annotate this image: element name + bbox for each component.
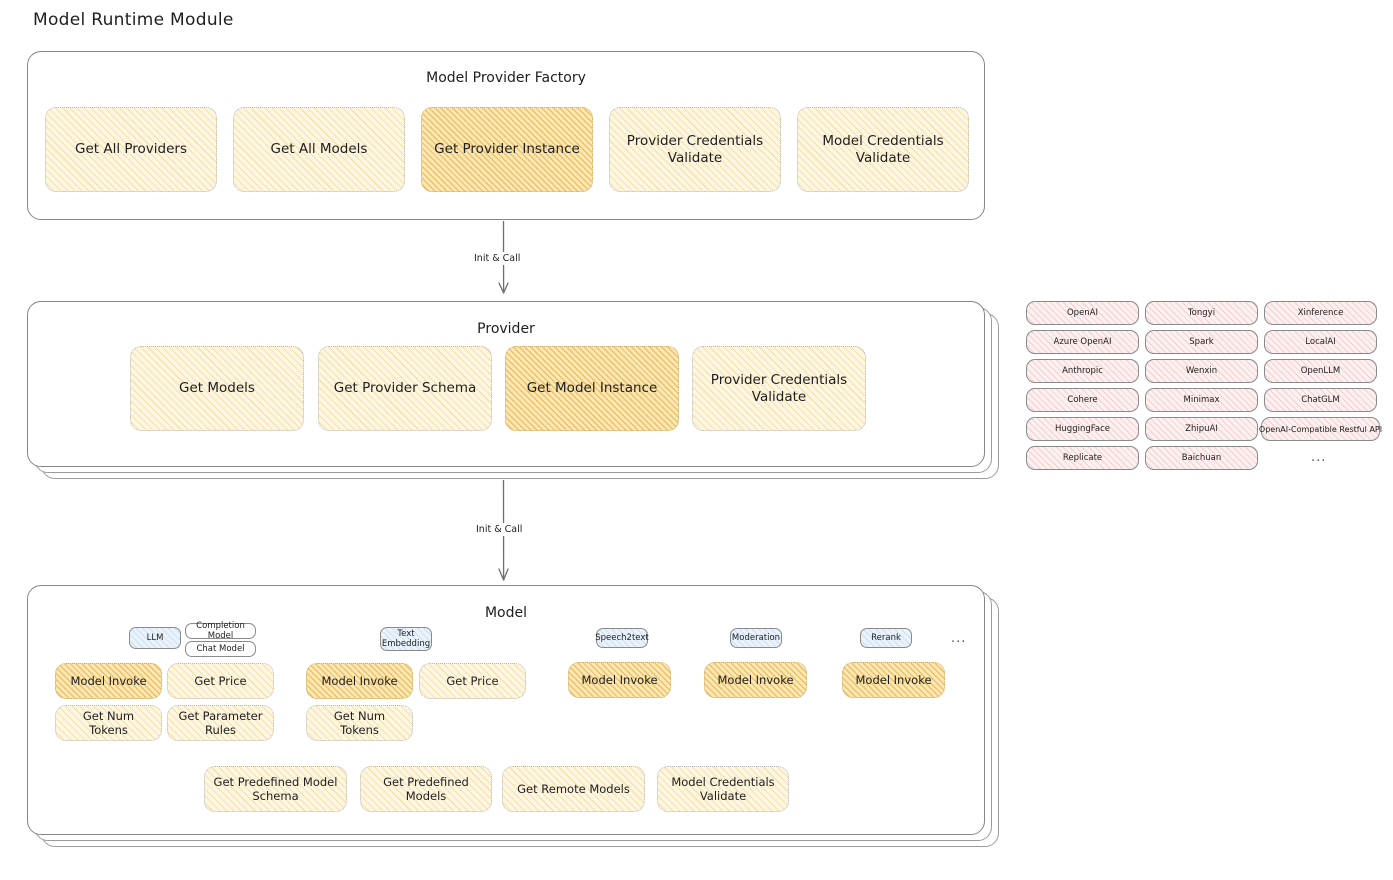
model-moderation-box-model-invoke[interactable]: Model Invoke [704, 662, 807, 698]
provider-chip-wenxin[interactable]: Wenxin [1145, 359, 1258, 383]
model-text-embedding-box-model-invoke[interactable]: Model Invoke [306, 663, 413, 699]
provider-chip-openllm[interactable]: OpenLLM [1264, 359, 1377, 383]
provider-chip-xinference[interactable]: Xinference [1264, 301, 1377, 325]
provider-box-provider-credentials-validate[interactable]: Provider Credentials Validate [692, 346, 866, 431]
provider-chip-openai[interactable]: OpenAI [1026, 301, 1139, 325]
model-common-box-get-predefined-models[interactable]: Get Predefined Models [360, 766, 492, 812]
model-llm-box-get-parameter-rules[interactable]: Get Parameter Rules [167, 705, 274, 741]
factory-box-model-credentials-validate[interactable]: Model Credentials Validate [797, 107, 969, 192]
model-tag-llm[interactable]: LLM [129, 627, 181, 649]
provider-chip-cohere[interactable]: Cohere [1026, 388, 1139, 412]
model-groups-ellipsis: ... [951, 631, 967, 646]
provider-list-ellipsis: ... [1311, 450, 1327, 465]
provider-box-get-models[interactable]: Get Models [130, 346, 304, 431]
model-subtag-chat-model[interactable]: Chat Model [185, 641, 256, 657]
page-title: Model Runtime Module [33, 10, 234, 30]
provider-title: Provider [477, 321, 535, 337]
provider-chip-zhipuai[interactable]: ZhipuAI [1145, 417, 1258, 441]
model-llm-box-get-price[interactable]: Get Price [167, 663, 274, 699]
provider-chip-anthropic[interactable]: Anthropic [1026, 359, 1139, 383]
provider-box-get-provider-schema[interactable]: Get Provider Schema [318, 346, 492, 431]
arrow-label-init-and-call-2: Init & Call [472, 523, 527, 536]
model-common-box-model-credentials-validate[interactable]: Model Credentials Validate [657, 766, 789, 812]
model-speech2text-box-model-invoke[interactable]: Model Invoke [568, 662, 671, 698]
model-common-box-get-remote-models[interactable]: Get Remote Models [502, 766, 645, 812]
model-text-embedding-box-get-num-tokens[interactable]: Get Num Tokens [306, 705, 413, 741]
provider-chip-baichuan[interactable]: Baichuan [1145, 446, 1258, 470]
model-common-box-get-predefined-model-schema[interactable]: Get Predefined Model Schema [204, 766, 347, 812]
model-text-embedding-box-get-price[interactable]: Get Price [419, 663, 526, 699]
model-tag-rerank[interactable]: Rerank [860, 628, 912, 648]
factory-box-provider-credentials-validate[interactable]: Provider Credentials Validate [609, 107, 781, 192]
arrow-label-init-and-call-1: Init & Call [470, 252, 525, 265]
model-subtag-completion-model[interactable]: Completion Model [185, 621, 256, 641]
model-title: Model [484, 605, 528, 621]
model-provider-factory-title: Model Provider Factory [426, 70, 586, 86]
provider-chip-chatglm[interactable]: ChatGLM [1264, 388, 1377, 412]
model-llm-box-model-invoke[interactable]: Model Invoke [55, 663, 162, 699]
factory-box-get-all-models[interactable]: Get All Models [233, 107, 405, 192]
factory-box-get-all-providers[interactable]: Get All Providers [45, 107, 217, 192]
model-tag-moderation[interactable]: Moderation [730, 628, 782, 648]
model-tag-speech2text[interactable]: Speech2text [595, 628, 649, 648]
provider-chip-localai[interactable]: LocalAI [1264, 330, 1377, 354]
provider-chip-replicate[interactable]: Replicate [1026, 446, 1139, 470]
provider-chip-openai-compatible-restful-api[interactable]: OpenAI-Compatible Restful API [1259, 417, 1382, 441]
provider-box-get-model-instance[interactable]: Get Model Instance [505, 346, 679, 431]
provider-chip-huggingface[interactable]: HuggingFace [1026, 417, 1139, 441]
provider-chip-tongyi[interactable]: Tongyi [1145, 301, 1258, 325]
model-tag-text-embedding[interactable]: Text Embedding [380, 627, 432, 651]
model-rerank-box-model-invoke[interactable]: Model Invoke [842, 662, 945, 698]
model-llm-box-get-num-tokens[interactable]: Get Num Tokens [55, 705, 162, 741]
factory-box-get-provider-instance[interactable]: Get Provider Instance [421, 107, 593, 192]
provider-chip-minimax[interactable]: Minimax [1145, 388, 1258, 412]
provider-chip-azure-openai[interactable]: Azure OpenAI [1026, 330, 1139, 354]
provider-chip-spark[interactable]: Spark [1145, 330, 1258, 354]
